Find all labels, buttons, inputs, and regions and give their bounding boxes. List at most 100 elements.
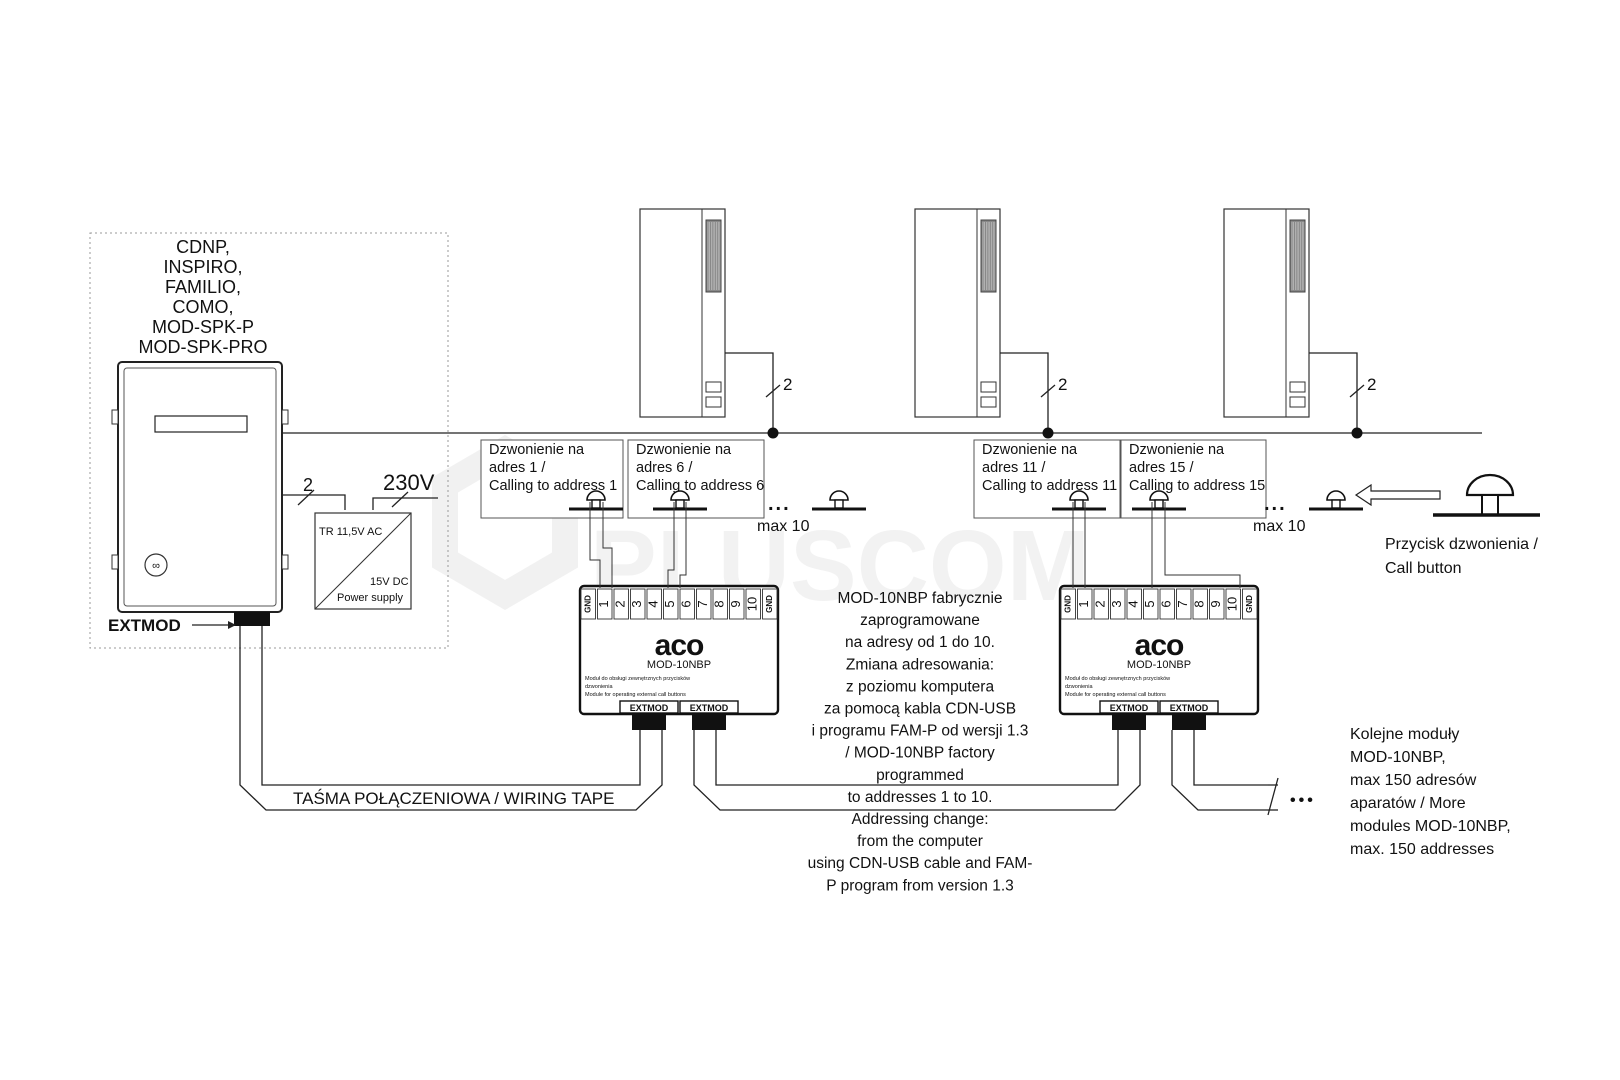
power-supply-label: Power supply bbox=[337, 592, 404, 604]
more-modules-line: Kolejne moduły bbox=[1350, 726, 1459, 743]
call-box-line-1: Dzwonienie na bbox=[636, 442, 732, 458]
module-extmod-port: EXTMOD bbox=[619, 700, 679, 730]
terminal-label: 1 bbox=[1076, 600, 1091, 607]
terminal-label: 2 bbox=[613, 600, 628, 607]
module-extmod-port: EXTMOD bbox=[679, 700, 739, 730]
module-port-label: EXTMOD bbox=[630, 703, 669, 713]
terminal-label: GND bbox=[1063, 595, 1072, 613]
handset-wire-count: 2 bbox=[1058, 375, 1067, 394]
terminal-label: 4 bbox=[646, 600, 661, 607]
terminal-label: 6 bbox=[1159, 600, 1174, 607]
controller-extmod-connector bbox=[234, 612, 270, 626]
call-button-label-2: Call button bbox=[1385, 560, 1462, 577]
controller-unit: ∞ EXTMOD bbox=[108, 361, 289, 635]
more-modules-ellipsis: ••• bbox=[1290, 792, 1316, 809]
call-box-2: Dzwonienie na adres 6 / Calling to address… bbox=[627, 439, 765, 519]
terminal-label: 9 bbox=[1208, 600, 1223, 607]
controller-extmod-label: EXTMOD bbox=[108, 616, 181, 635]
terminal-label: 2 bbox=[1093, 600, 1108, 607]
call-button-icon bbox=[1433, 473, 1540, 517]
call-box-line-1: Dzwonienie na bbox=[489, 442, 585, 458]
power-wiring: 2 230V bbox=[282, 470, 438, 510]
description-line: za pomocą kabla CDN-USB bbox=[824, 701, 1016, 718]
terminal-label: 3 bbox=[1109, 600, 1124, 607]
push-button-icon bbox=[1052, 490, 1106, 511]
terminal-label: 5 bbox=[1142, 600, 1157, 607]
description-line: i programu FAM-P od wersji 1.3 bbox=[812, 723, 1029, 740]
terminal-label: 8 bbox=[712, 600, 727, 607]
call-box-line-3: Calling to address 15 bbox=[1129, 478, 1265, 494]
transformer-label: TR 11,5V AC bbox=[319, 526, 382, 538]
terminal-label: 10 bbox=[745, 597, 760, 611]
bus-junction bbox=[1351, 427, 1363, 439]
call-box-line-2: adres 15 / bbox=[1129, 460, 1194, 476]
description-line: zaprogramowane bbox=[860, 612, 980, 629]
call-box-line-1: Dzwonienie na bbox=[982, 442, 1078, 458]
push-button-icon bbox=[1309, 490, 1363, 511]
bus-junction bbox=[767, 427, 779, 439]
handset-3: 2 bbox=[1223, 208, 1376, 439]
terminal-label: 5 bbox=[662, 600, 677, 607]
module-desc-pl-2: dzwonienia bbox=[585, 684, 613, 690]
description-line: z poziomu komputera bbox=[846, 678, 995, 695]
more-modules-line: max 150 adresów bbox=[1350, 772, 1477, 789]
push-buttons bbox=[569, 490, 1363, 511]
terminal-label: 10 bbox=[1225, 597, 1240, 611]
call-box-line-3: Calling to address 1 bbox=[489, 478, 617, 494]
more-modules-line: MOD-10NBP, bbox=[1350, 749, 1446, 766]
description-line: programmed bbox=[876, 767, 964, 784]
more-modules-line: aparatów / More bbox=[1350, 795, 1466, 812]
handset-2: 2 bbox=[914, 208, 1067, 439]
module-port-label: EXTMOD bbox=[690, 703, 729, 713]
bus-junction bbox=[1042, 427, 1054, 439]
max-buttons-left: max 10 bbox=[757, 518, 810, 535]
svg-text:∞: ∞ bbox=[152, 560, 160, 572]
right-max-group: ... max 10 bbox=[1253, 493, 1306, 535]
module-port-connector bbox=[692, 713, 726, 730]
module-model-label: MOD-10NBP bbox=[1127, 659, 1191, 671]
model-familio: FAMILIO, bbox=[165, 277, 241, 297]
module-port-connector bbox=[1172, 713, 1206, 730]
more-modules-line: modules MOD-10NBP, bbox=[1350, 818, 1511, 835]
button-ellipsis-left: ... bbox=[768, 493, 791, 515]
terminal-label: GND bbox=[765, 595, 774, 613]
module-port-connector bbox=[632, 713, 666, 730]
controller-area bbox=[89, 232, 449, 649]
push-button-icon bbox=[653, 490, 707, 511]
description-line: to addresses 1 to 10. bbox=[848, 789, 993, 806]
call-box-line-2: adres 6 / bbox=[636, 460, 693, 476]
handset-1: 2 bbox=[639, 208, 792, 439]
module-port-label: EXTMOD bbox=[1170, 703, 1209, 713]
display-slot bbox=[154, 415, 248, 433]
call-box-line-2: adres 11 / bbox=[982, 460, 1046, 476]
terminal-label: GND bbox=[583, 595, 592, 613]
module-brand-logo: aco bbox=[1135, 629, 1184, 662]
button-wiring bbox=[589, 502, 1241, 588]
model-mod-spk-p: MOD-SPK-P bbox=[152, 317, 254, 337]
terminal-label: 4 bbox=[1126, 600, 1141, 607]
description-line: Zmiana adresowania: bbox=[846, 656, 994, 673]
arrow-icon bbox=[1354, 483, 1441, 507]
terminal-label: 9 bbox=[728, 600, 743, 607]
module-extmod-port: EXTMOD bbox=[1159, 700, 1219, 730]
power-wire-count: 2 bbox=[303, 475, 313, 495]
terminal-label: 7 bbox=[1175, 600, 1190, 607]
call-box-line-3: Calling to address 6 bbox=[636, 478, 764, 494]
call-box-line-1: Dzwonienie na bbox=[1129, 442, 1225, 458]
call-box-line-2: adres 1 / bbox=[489, 460, 546, 476]
module-brand-logo: aco bbox=[655, 629, 704, 662]
description-line: P program from version 1.3 bbox=[826, 877, 1014, 894]
description-line: / MOD-10NBP factory bbox=[845, 745, 995, 762]
controller-models: CDNP, INSPIRO, FAMILIO, COMO, MOD-SPK-P … bbox=[138, 237, 267, 357]
mains-voltage: 230V bbox=[383, 470, 435, 495]
model-cdnp: CDNP, bbox=[176, 237, 230, 257]
module-desc-en: Module for operating external call butto… bbox=[585, 692, 686, 698]
module-port-connector bbox=[1112, 713, 1146, 730]
handset-wire-count: 2 bbox=[1367, 375, 1376, 394]
call-box-1: Dzwonienie na adres 1 / Calling to address… bbox=[480, 439, 624, 519]
